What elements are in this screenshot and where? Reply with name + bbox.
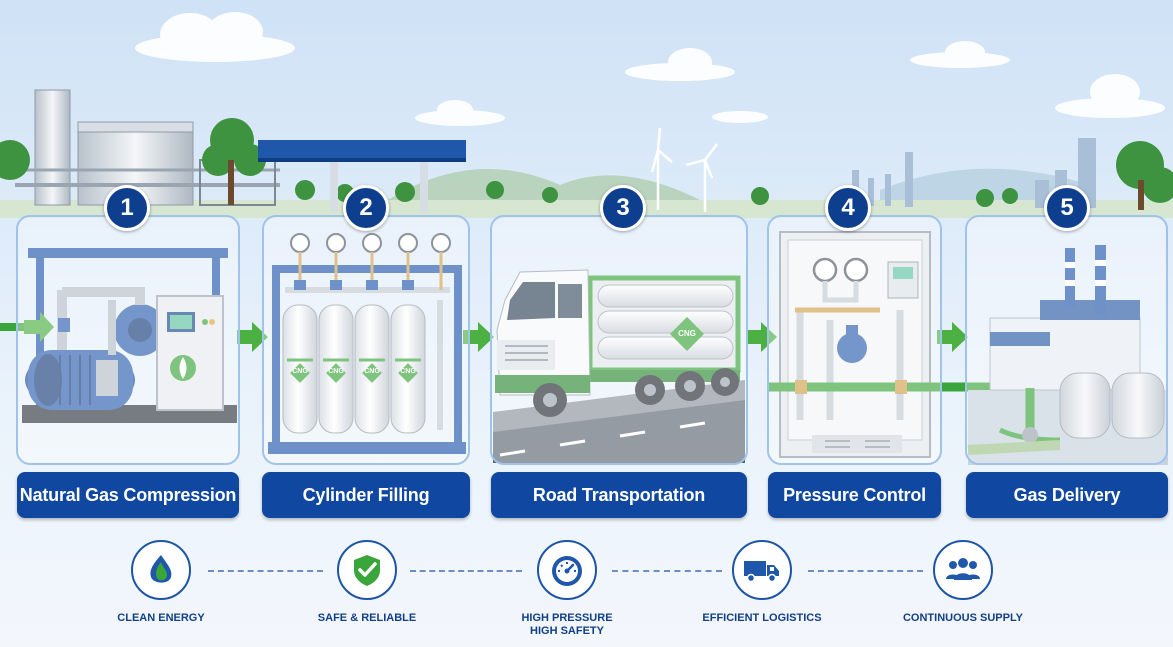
stage-label-5: Gas Delivery bbox=[966, 472, 1168, 518]
feature-label: HIGH PRESSURE HIGH SAFETY bbox=[521, 612, 613, 637]
stage-card-5 bbox=[965, 215, 1168, 465]
station-canopy bbox=[258, 140, 466, 212]
feature-label: CLEAN ENERGY bbox=[117, 612, 205, 624]
truck-icon bbox=[732, 540, 792, 600]
flow-arrow-5 bbox=[937, 322, 968, 352]
feature-clean-energy: CLEAN ENERGY bbox=[86, 540, 236, 625]
step-badge-5: 5 bbox=[1044, 185, 1090, 231]
truck-illustration bbox=[493, 269, 745, 463]
feature-connector-3 bbox=[612, 570, 722, 572]
feature-connector-2 bbox=[410, 570, 522, 572]
flow-arrow-4 bbox=[746, 322, 777, 352]
flow-arrows bbox=[24, 312, 968, 352]
flow-arrow-2 bbox=[237, 322, 268, 352]
stage-label-2: Cylinder Filling bbox=[262, 472, 470, 518]
stage-label-3: Road Transportation bbox=[491, 472, 747, 518]
step-badge-2: 2 bbox=[343, 185, 389, 231]
feature-connector-1 bbox=[208, 570, 323, 572]
refinery bbox=[15, 89, 280, 206]
pressure-control-illustration bbox=[768, 231, 1030, 458]
stage-label-4: Pressure Control bbox=[768, 472, 941, 518]
wind-turbines bbox=[650, 127, 718, 212]
shield-check-icon bbox=[337, 540, 397, 600]
feature-connector-4 bbox=[808, 570, 923, 572]
compressor-illustration bbox=[0, 248, 237, 423]
stage-label-1: Natural Gas Compression bbox=[17, 472, 239, 518]
feature-label: SAFE & RELIABLE bbox=[317, 612, 417, 624]
stage-card-1 bbox=[16, 215, 240, 465]
people-icon bbox=[933, 540, 993, 600]
feature-label: CONTINUOUS SUPPLY bbox=[902, 612, 1023, 624]
feature-label: EFFICIENT LOGISTICS bbox=[702, 612, 822, 624]
feature-safe-reliable: SAFE & RELIABLE bbox=[292, 540, 442, 625]
feature-continuous-supply: CONTINUOUS SUPPLY bbox=[888, 540, 1038, 625]
step-badge-3: 3 bbox=[600, 185, 646, 231]
cylinder-rack-illustration bbox=[268, 233, 466, 454]
step-badge-4: 4 bbox=[825, 185, 871, 231]
step-badge-1: 1 bbox=[104, 185, 150, 231]
leaf-flame-icon bbox=[131, 540, 191, 600]
flow-arrow-3 bbox=[463, 322, 494, 352]
stage-card-4 bbox=[767, 215, 942, 465]
stage-card-3 bbox=[490, 215, 748, 465]
feature-efficient-logistics: EFFICIENT LOGISTICS bbox=[687, 540, 837, 625]
feature-high-pressure: HIGH PRESSURE HIGH SAFETY bbox=[492, 540, 642, 638]
gas-delivery-illustration bbox=[967, 245, 1168, 465]
flow-arrow-1 bbox=[24, 312, 54, 342]
stage-card-2 bbox=[262, 215, 470, 465]
clouds bbox=[135, 12, 1165, 126]
gauge-icon bbox=[537, 540, 597, 600]
